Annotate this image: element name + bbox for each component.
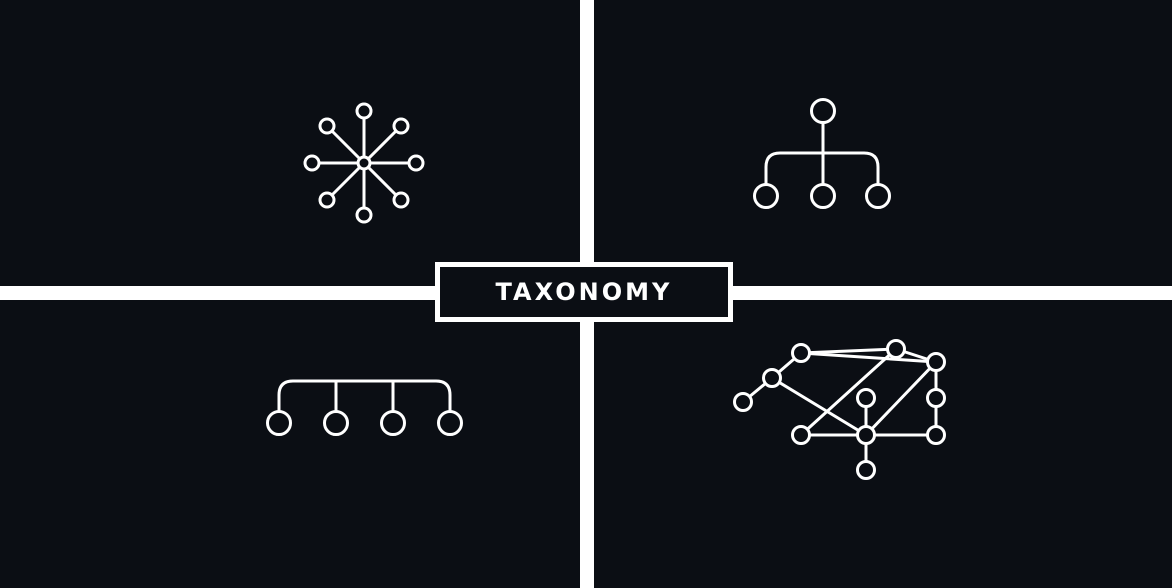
page-title: TAXONOMY (495, 278, 673, 306)
panel-bottom-right (594, 300, 1172, 588)
tree-hierarchy-icon (753, 98, 891, 209)
mesh-network-icon (733, 339, 946, 480)
panel-top-left (0, 0, 580, 286)
star-network-icon (303, 102, 425, 224)
title-inner: TAXONOMY (440, 267, 728, 317)
flat-hierarchy-icon (266, 379, 463, 436)
panel-bottom-left (0, 300, 580, 588)
title-box: TAXONOMY (435, 262, 733, 322)
panel-top-right (594, 0, 1172, 286)
